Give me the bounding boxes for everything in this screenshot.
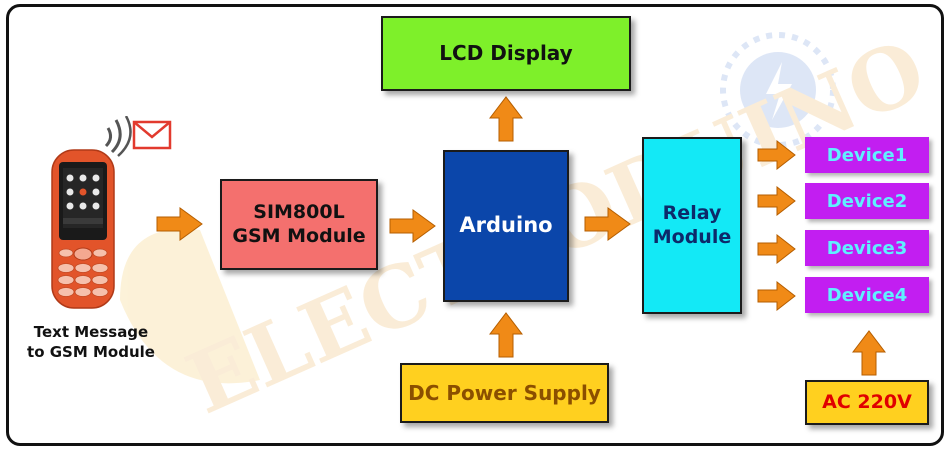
ac-power-block: AC 220V (805, 380, 929, 425)
device-3-label: Device3 (826, 237, 908, 259)
relay-label-line-2: Module (652, 225, 732, 248)
arrow-relay-to-device1 (757, 140, 796, 170)
device-1-block: Device1 (805, 137, 929, 173)
arduino-block: Arduino (443, 150, 569, 302)
arrow-ac-to-devices (852, 330, 886, 376)
gsm-label-line-2: GSM Module (232, 224, 366, 247)
signal-waves-icon (104, 116, 132, 157)
arrow-gsm-to-arduino (389, 209, 436, 243)
arrow-relay-to-device2 (757, 186, 796, 216)
gsm-module-block: SIM800L GSM Module (220, 179, 378, 270)
device-2-block: Device2 (805, 183, 929, 219)
mobile-phone-icon (51, 116, 172, 309)
lcd-display-block: LCD Display (381, 16, 631, 91)
caption-line-1: Text Message (33, 323, 149, 341)
gsm-label-line-1: SIM800L (253, 201, 345, 224)
ac-power-label: AC 220V (822, 390, 912, 413)
caption-line-2: to GSM Module (27, 343, 155, 362)
device-3-block: Device3 (805, 230, 929, 266)
arduino-label: Arduino (459, 213, 553, 238)
arrow-relay-to-device3 (757, 234, 796, 264)
device-4-block: Device4 (805, 277, 929, 313)
relay-label-line-1: Relay (662, 202, 722, 225)
arrow-power-to-arduino (489, 312, 523, 358)
arrow-arduino-to-lcd (489, 96, 523, 142)
phone-caption: Text Message to GSM Module (16, 322, 166, 363)
dc-power-supply-block: DC Power Supply (400, 363, 609, 423)
relay-module-block: Relay Module (642, 137, 742, 314)
arrow-phone-to-gsm (156, 207, 203, 241)
envelope-icon (132, 120, 172, 150)
dc-power-supply-label: DC Power Supply (408, 380, 601, 405)
arrow-relay-to-device4 (757, 281, 796, 311)
device-2-label: Device2 (826, 190, 908, 212)
arrow-arduino-to-relay (584, 207, 631, 241)
lcd-display-label: LCD Display (439, 41, 573, 66)
device-4-label: Device4 (826, 284, 908, 306)
device-1-label: Device1 (826, 144, 908, 166)
